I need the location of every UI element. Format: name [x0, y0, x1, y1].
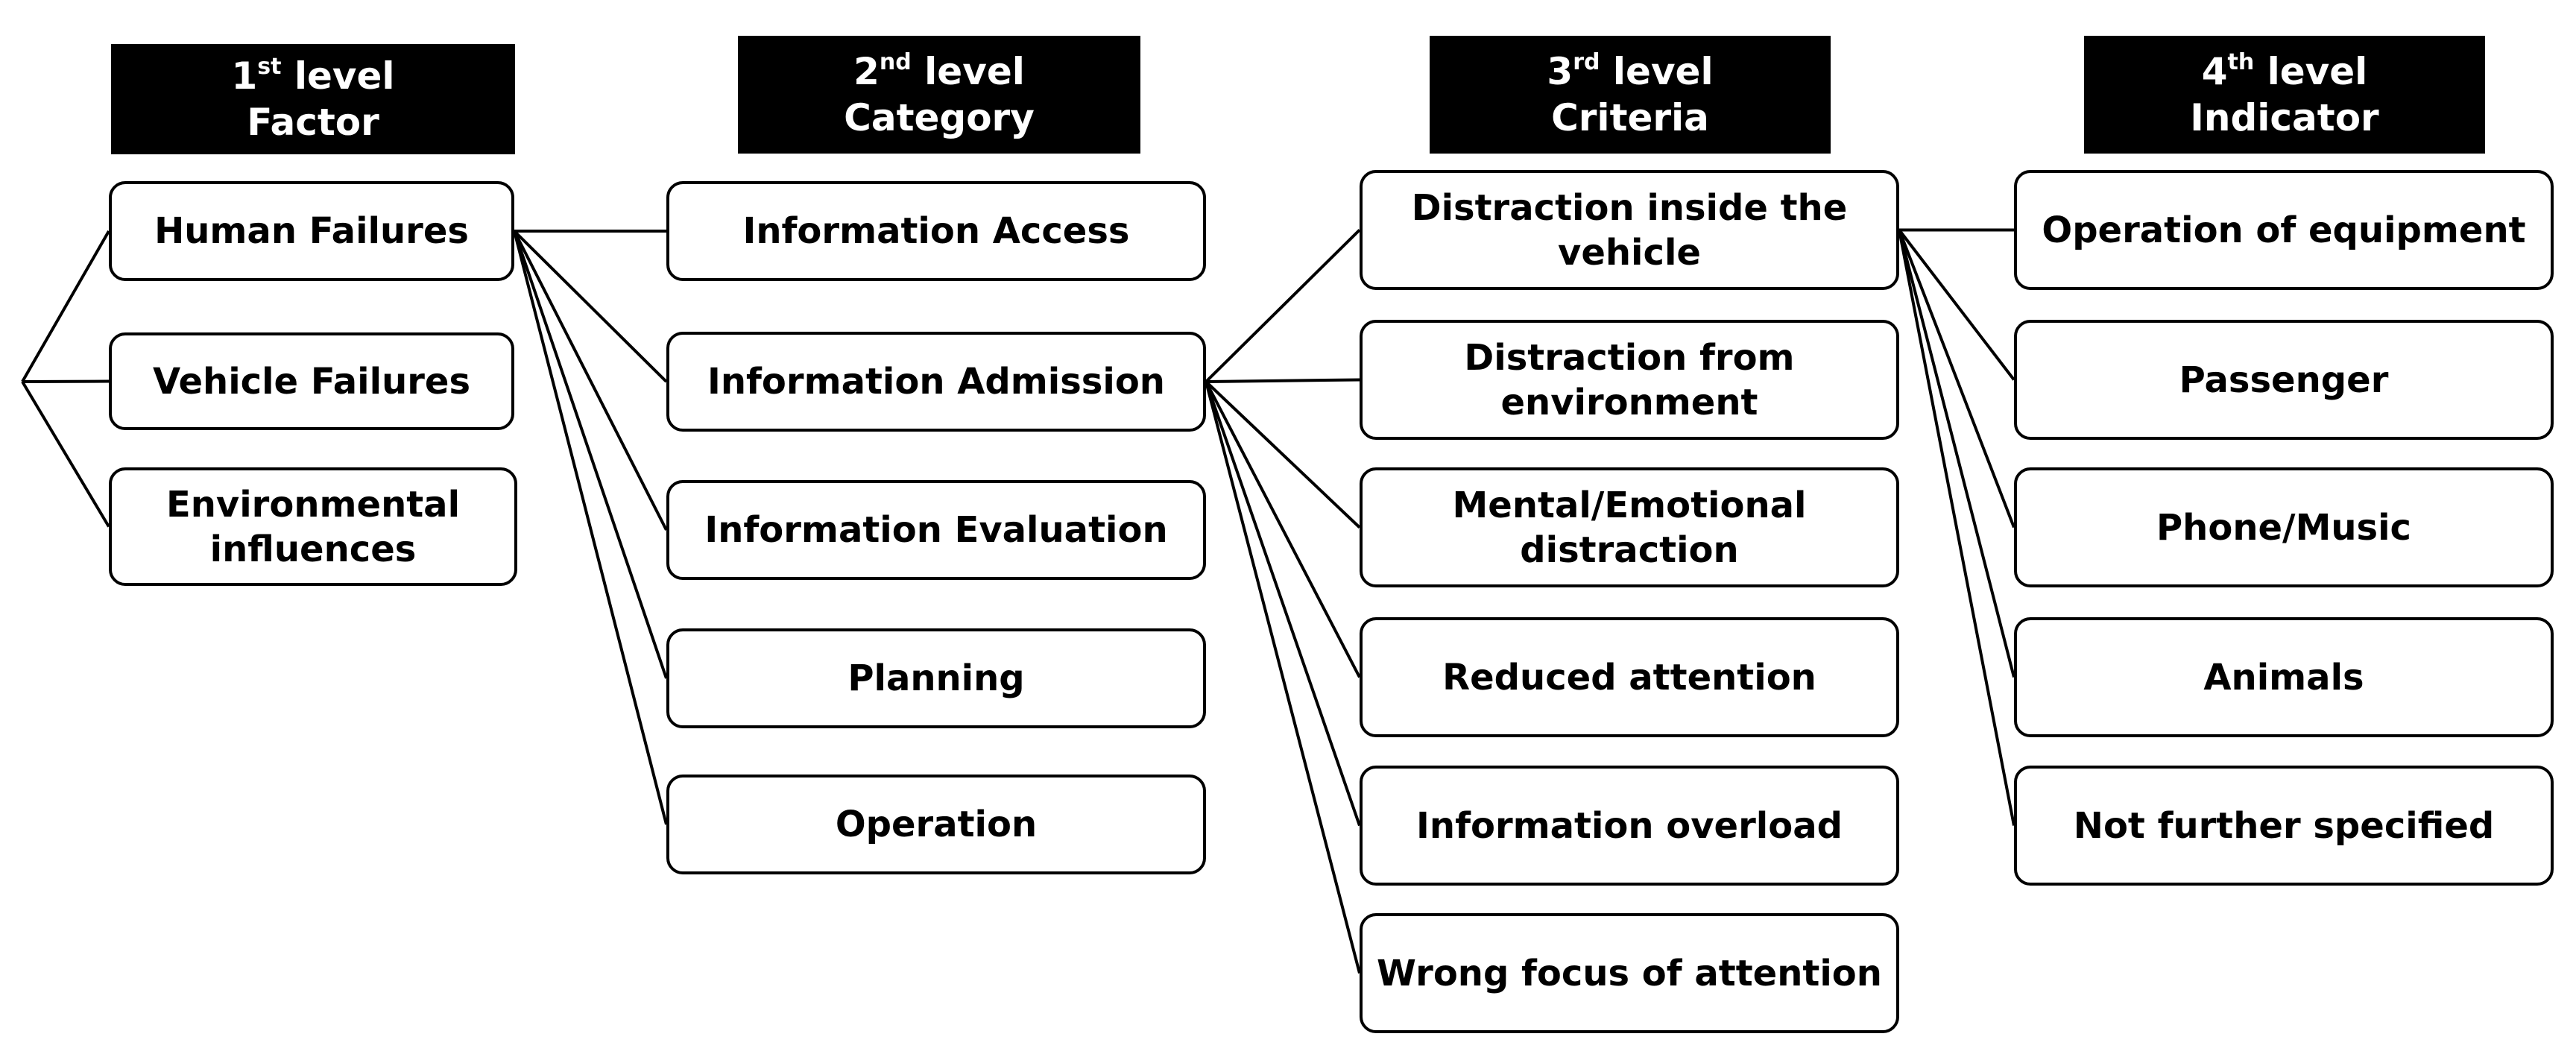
indicator-node: Not further specified — [2014, 766, 2554, 886]
level-1-title: Factor — [247, 101, 379, 144]
level-4-header: 4th level Indicator — [2084, 36, 2485, 154]
connector-line — [513, 230, 668, 825]
indicator-node: Passenger — [2014, 320, 2554, 440]
indicator-node: Phone/Music — [2014, 467, 2554, 587]
level-3-title: Criteria — [1551, 96, 1709, 139]
connector-line — [513, 230, 668, 531]
factor-node: Environmental influences — [109, 467, 517, 586]
criteria-node: Mental/Emotional distraction — [1360, 467, 1899, 587]
criteria-node: Distraction from environment — [1360, 320, 1899, 440]
connector-line — [21, 380, 110, 528]
connector-line — [1205, 229, 1361, 383]
connector-line — [1898, 229, 2015, 529]
level-3-header: 3rd level Criteria — [1430, 36, 1831, 154]
level-1-header: 1st level Factor — [111, 44, 515, 154]
connector-line — [513, 230, 668, 679]
indicator-node: Animals — [2014, 617, 2554, 737]
criteria-node: Information overload — [1360, 766, 1899, 886]
factor-node: Vehicle Failures — [109, 332, 514, 430]
connector-line — [21, 230, 110, 382]
category-node: Information Admission — [666, 332, 1206, 432]
connector-line — [1205, 381, 1361, 827]
indicator-node: Operation of equipment — [2014, 170, 2554, 290]
level-2-title: Category — [844, 96, 1035, 139]
factor-node: Human Failures — [109, 181, 514, 281]
category-node: Information Access — [666, 181, 1206, 281]
connector-line — [1205, 381, 1361, 974]
connector-line — [1205, 378, 1360, 383]
connector-line — [513, 230, 668, 383]
criteria-node: Reduced attention — [1360, 617, 1899, 737]
level-4-title: Indicator — [2190, 96, 2379, 139]
criteria-node: Distraction inside the vehicle — [1360, 170, 1899, 290]
category-node: Planning — [666, 628, 1206, 728]
criteria-node: Wrong focus of attention — [1360, 913, 1899, 1033]
connector-line — [1898, 230, 2015, 678]
category-node: Information Evaluation — [666, 480, 1206, 580]
connector-line — [1898, 230, 2015, 826]
connector-line — [1205, 380, 1361, 529]
connector-line — [1898, 229, 2015, 381]
connector-line — [1205, 381, 1361, 678]
level-2-header: 2nd level Category — [738, 36, 1140, 154]
category-node: Operation — [666, 775, 1206, 874]
